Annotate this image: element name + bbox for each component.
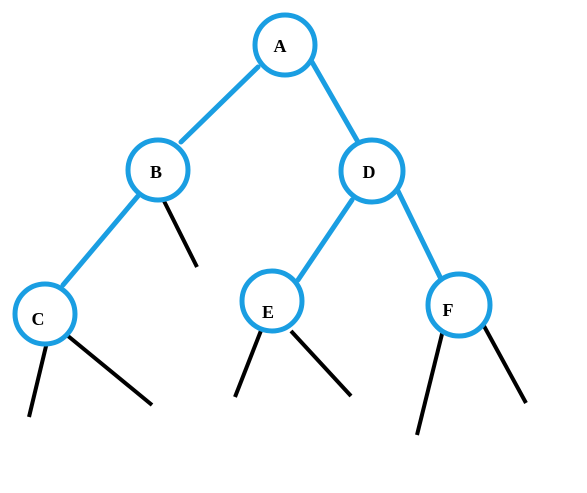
node-a-circle	[252, 12, 318, 78]
edge-d-e	[295, 197, 355, 283]
node-a: A	[252, 12, 318, 78]
null-link-f-left	[415, 329, 445, 436]
node-b-circle	[125, 137, 191, 203]
edge-a-b	[178, 64, 261, 145]
tree-edges	[60, 59, 444, 288]
node-d-circle	[338, 137, 406, 205]
edge-d-f	[394, 186, 444, 282]
null-link-f-right	[482, 325, 528, 404]
node-b: B	[125, 137, 191, 203]
node-e: E	[239, 268, 305, 334]
node-c-label: C	[32, 309, 45, 329]
node-a-label: A	[274, 36, 287, 56]
node-b-label: B	[150, 162, 162, 182]
node-f: F	[425, 271, 493, 339]
node-f-circle	[425, 271, 493, 339]
node-c: C	[12, 281, 78, 347]
null-link-b-right	[161, 198, 199, 268]
null-links	[27, 198, 528, 436]
node-f-label: F	[443, 300, 454, 320]
edge-b-c	[60, 193, 141, 288]
node-c-circle	[12, 281, 78, 347]
null-link-c-left	[27, 341, 49, 418]
node-d-label: D	[363, 162, 376, 182]
node-e-circle	[239, 268, 305, 334]
node-d: D	[338, 137, 406, 205]
node-e-label: E	[262, 302, 274, 322]
edge-a-d	[309, 59, 361, 145]
null-link-e-right	[289, 329, 353, 398]
null-link-c-right	[66, 334, 154, 407]
null-link-e-left	[233, 327, 264, 398]
